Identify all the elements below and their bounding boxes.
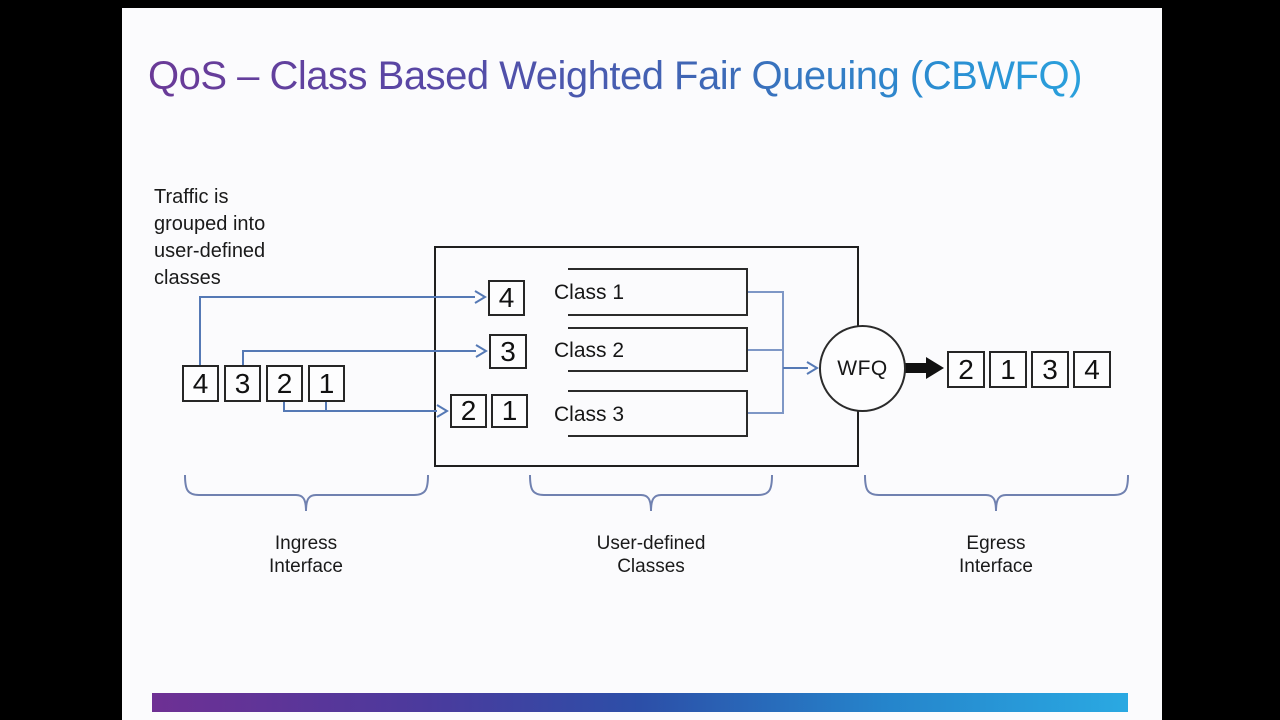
wfq-label: WFQ xyxy=(837,356,888,380)
ingress-packet-box: 1 xyxy=(308,365,345,402)
classes-caption: User-defined Classes xyxy=(597,532,706,578)
class1-packet-box: 4 xyxy=(488,280,525,316)
arrowhead-class2 xyxy=(475,344,488,358)
ingress-packet-box: 3 xyxy=(224,365,261,402)
arrowhead-class1 xyxy=(474,290,487,304)
class1-queue: Class 1 xyxy=(554,268,748,316)
class3-packet-box: 2 xyxy=(450,394,487,428)
caption-line: Egress xyxy=(966,533,1026,554)
class3-label: Class 3 xyxy=(554,402,625,426)
ingress-arrows xyxy=(199,290,488,418)
caption-line: User-defined xyxy=(596,533,706,554)
wfq-input-arrow xyxy=(783,361,819,375)
egress-packet-box: 3 xyxy=(1031,351,1069,388)
arrow-line-to-class2 xyxy=(242,350,476,365)
ingress-packet-box: 2 xyxy=(266,365,303,402)
egress-packet-box: 4 xyxy=(1073,351,1111,388)
wfq-arrowhead xyxy=(806,361,819,375)
caption-line: Classes xyxy=(617,556,685,577)
slide-footer-gradient-bar xyxy=(152,693,1128,712)
ingress-caption: Ingress Interface xyxy=(269,532,343,578)
traffic-annotation: Traffic is grouped into user-defined cla… xyxy=(154,184,265,292)
egress-packet-box: 1 xyxy=(989,351,1027,388)
annotation-line: user-defined xyxy=(154,240,266,262)
egress-packet-box: 2 xyxy=(947,351,985,388)
ingress-brace xyxy=(184,474,429,512)
class3-packet-box: 1 xyxy=(491,394,528,428)
classes-brace xyxy=(529,474,773,512)
slide-title: QoS – Class Based Weighted Fair Queuing … xyxy=(148,54,1082,98)
class3-queue: Class 3 xyxy=(554,390,748,437)
caption-line: Ingress xyxy=(274,533,338,554)
egress-caption: Egress Interface xyxy=(959,532,1033,578)
arrow-line-to-class1 xyxy=(199,296,475,365)
caption-line: Interface xyxy=(959,556,1033,577)
class-output-bus xyxy=(748,291,784,414)
braces xyxy=(184,474,1129,512)
class1-label: Class 1 xyxy=(554,280,625,304)
egress-brace xyxy=(864,474,1129,512)
annotation-line: classes xyxy=(154,267,221,289)
class2-packet-box: 3 xyxy=(489,334,527,369)
wfq-scheduler-circle: WFQ xyxy=(819,325,906,412)
arrowhead-class3 xyxy=(436,404,449,418)
annotation-line: grouped into xyxy=(154,213,266,235)
egress-black-arrow xyxy=(904,357,944,379)
slide: QoS – Class Based Weighted Fair Queuing … xyxy=(122,8,1162,720)
class2-queue: Class 2 xyxy=(554,327,748,372)
bus-line xyxy=(748,291,784,414)
caption-line: Interface xyxy=(269,556,343,577)
arrow-line-to-class3 xyxy=(283,402,437,412)
class2-label: Class 2 xyxy=(554,338,625,362)
annotation-line: Traffic is xyxy=(154,186,229,208)
ingress-packet-box: 4 xyxy=(182,365,219,402)
